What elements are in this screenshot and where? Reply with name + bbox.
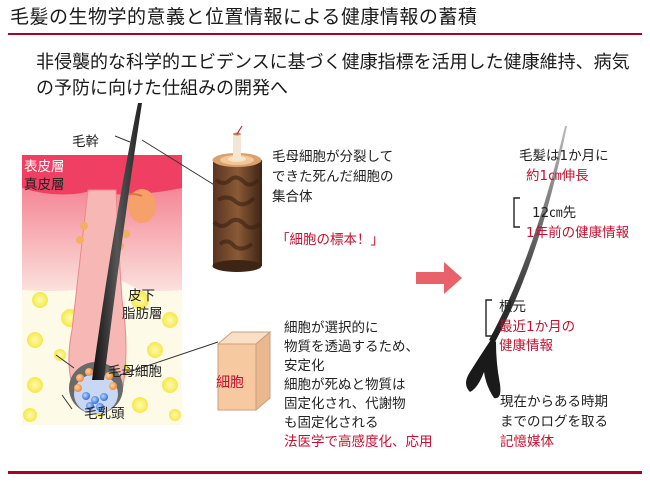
root-label: 根元 (499, 299, 526, 315)
right-arrow-icon (416, 262, 462, 294)
shaft-leader-line (114, 135, 131, 143)
root-health-info-line-1: 最近1か月の (499, 319, 576, 335)
cell-desc-line-5: 固定化され、代謝物 (284, 396, 406, 412)
cell-detail-pointer (119, 341, 219, 376)
log-desc-line-2: までのログを取る (500, 414, 608, 430)
memory-medium-label: 記憶媒体 (500, 434, 554, 450)
tip-distance-label: 12㎝先 (532, 205, 577, 221)
hair-shaft-label: 毛幹 (72, 134, 99, 150)
cell-desc-line-4: 細胞が死ぬと物質は (284, 377, 406, 393)
subcutaneous-fat-label-1: 皮下 (128, 288, 155, 304)
subcutaneous-fat-label-2: 脂肪層 (122, 306, 163, 322)
long-hair-strand (466, 126, 567, 399)
root-health-info-line-2: 健康情報 (499, 338, 553, 354)
page-title: 毛髪の生物学的意義と位置情報による健康情報の蓄積 (10, 6, 478, 28)
footer-divider (8, 471, 642, 474)
epidermis-label: 表皮層 (24, 159, 65, 175)
log-desc-line-1: 現在からある時期 (500, 394, 608, 410)
shaft-desc-line-1: 毛母細胞が分裂して (272, 149, 394, 165)
cell-specimen-emphasis: 「細胞の標本！」 (276, 232, 384, 248)
matrix-leader-line (55, 354, 75, 369)
root-bracket (485, 299, 492, 337)
page-subtitle: 非侵襲的な科学的エビデンスに基づく健康指標を活用した健康維持、病気の予防に向けた… (36, 52, 630, 99)
tip-bracket (513, 197, 520, 228)
skin-cross-section (22, 103, 182, 425)
growth-rate-line-1: 毛髪は1か月に (519, 148, 609, 164)
forensic-application-emphasis: 法医学で高感度化、応用 (284, 434, 433, 450)
shaft-desc-line-3: 集合体 (272, 189, 313, 205)
tip-health-info-label: 1年前の健康情報 (526, 225, 630, 241)
dermal-papilla-label: 毛乳頭 (84, 406, 125, 422)
shaft-desc-line-2: できた死んだ細胞の (272, 169, 394, 185)
cell-desc-line-2: 物質を透過するため、 (284, 339, 419, 355)
title-divider (8, 33, 642, 35)
matrix-cells (74, 368, 117, 411)
cell-desc-line-1: 細胞が選択的に (284, 320, 379, 336)
hair-shaft-cylinder (212, 125, 262, 272)
cell-box-illustration (216, 330, 272, 412)
growth-rate-line-2: 約1㎝伸長 (526, 168, 589, 184)
hair-matrix-cell-label: 毛母細胞 (108, 364, 162, 380)
cell-box-label: 細胞 (216, 375, 244, 391)
papilla-leader-line (61, 394, 73, 410)
cell-desc-line-6: も固定化される (284, 415, 379, 431)
dermis-label: 真皮層 (24, 177, 65, 193)
cell-desc-line-3: 安定化 (284, 358, 325, 374)
